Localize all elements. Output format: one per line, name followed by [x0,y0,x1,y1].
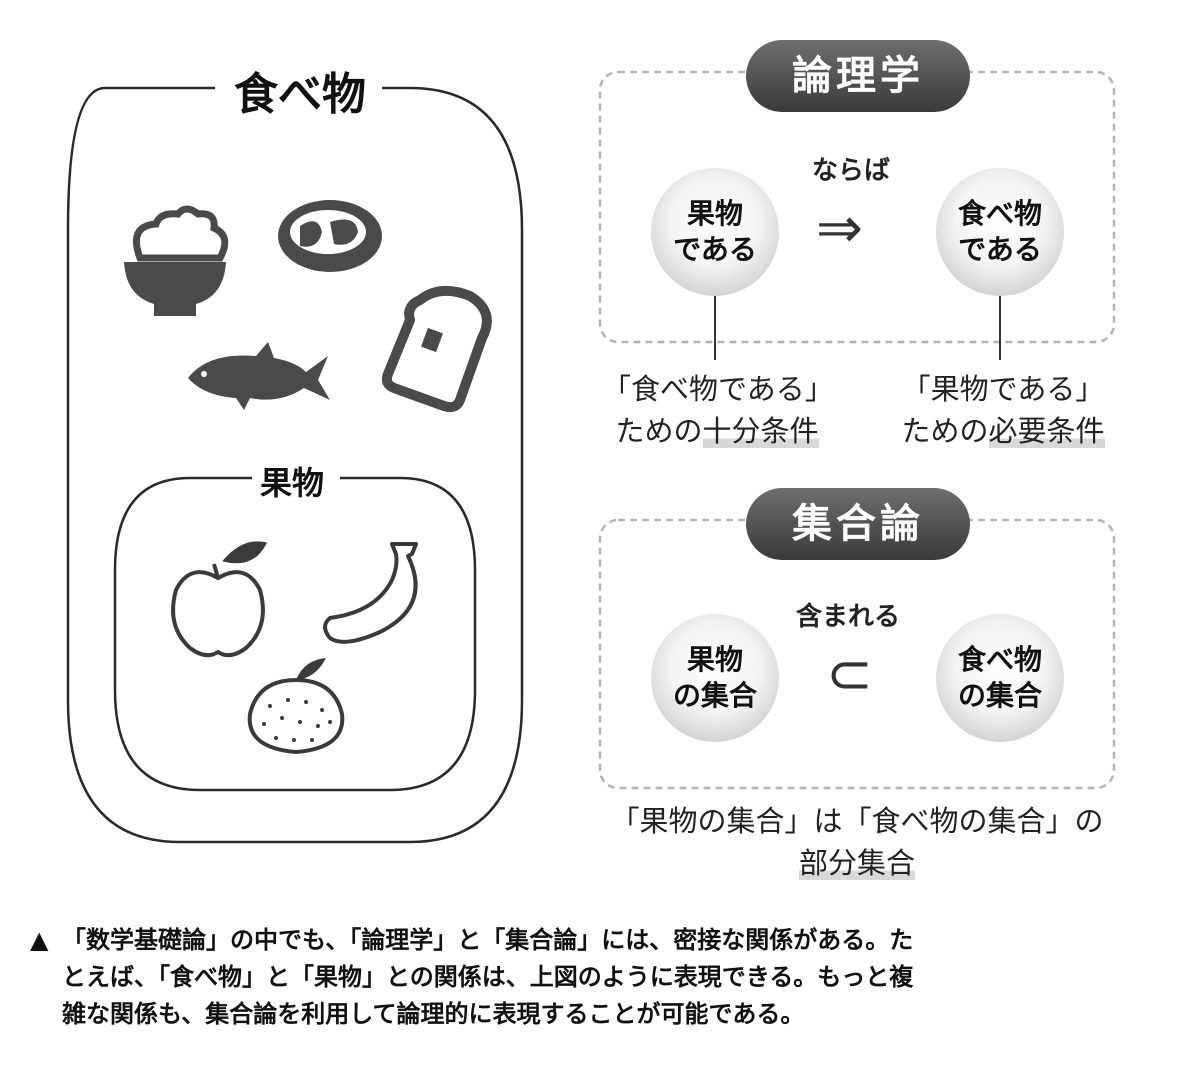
logic-right-ball: 食べ物 である [936,168,1064,296]
footnote-text: 「数学基礎論」の中でも、「論理学」と「集合論」には、密接な関係がある。た とえば… [62,922,1182,1033]
logic-left-caption-line1: 「食べ物である」 [602,372,834,406]
set-right-ball-line1: 食べ物 [957,643,1042,676]
footnote-line-2: とえば、「食べ物」と「果物」との関係は、上図のように表現できる。もっと複 [62,963,914,991]
subset-term: 部分集合 [798,846,915,880]
logic-left-ball-line2: である [673,233,757,266]
footnote-marker-icon: ▲ [30,926,49,954]
set-caption-line1: 「果物の集合」は「食べ物の集合」の [610,804,1104,838]
food-set-boundary [66,86,524,844]
set-left-ball: 果物 の集合 [651,614,779,742]
set-right-ball-line2: の集合 [957,679,1042,712]
logic-right-caption-line1: 「果物である」 [901,372,1105,406]
logic-left-caption: 「食べ物である」 ための十分条件 [602,368,834,452]
set-connector-label: 含まれる [796,602,901,632]
logic-left-caption-pre: ための [615,414,703,448]
set-caption: 「果物の集合」は「食べ物の集合」の 部分集合 [600,800,1114,884]
logic-right-caption-pre: ための [901,414,989,448]
necessary-condition-term: 必要条件 [988,414,1105,448]
footnote-line-1: 「数学基礎論」の中でも、「論理学」と「集合論」には、密接な関係がある。た [62,926,914,954]
logic-left-ball: 果物 である [651,168,779,296]
fruit-set-boundary [113,476,477,792]
logic-left-ball-line1: 果物 [686,197,743,230]
apple-icon [171,541,268,658]
footnote-line-3: 雑な関係も、集合論を利用して論理的に表現することが可能である。 [62,1000,805,1028]
banana-icon [323,542,418,644]
meat-steak-icon [278,200,382,272]
rice-bowl-icon [124,205,229,316]
set-title-pill: 集合論 [746,488,970,560]
implies-arrow-icon: ⇒ [816,196,863,261]
set-right-ball: 食べ物 の集合 [936,614,1064,742]
sufficient-condition-term: 十分条件 [702,414,819,448]
logic-connector-label: ならば [812,156,891,186]
food-set-label: 食べ物 [228,58,372,122]
logic-right-ball-line2: である [958,233,1042,266]
logic-right-ball-line1: 食べ物 [957,197,1042,230]
set-left-ball-line1: 果物 [686,643,743,676]
mandarin-orange-icon [247,658,345,755]
fruit-set-label: 果物 [256,458,329,504]
bread-toast-icon [381,285,492,413]
set-left-ball-line2: の集合 [672,679,757,712]
logic-right-caption: 「果物である」 ための必要条件 [888,368,1118,452]
logic-title-pill: 論理学 [746,40,970,112]
subset-symbol-icon: ⊂ [826,642,873,707]
fish-icon [188,342,330,410]
